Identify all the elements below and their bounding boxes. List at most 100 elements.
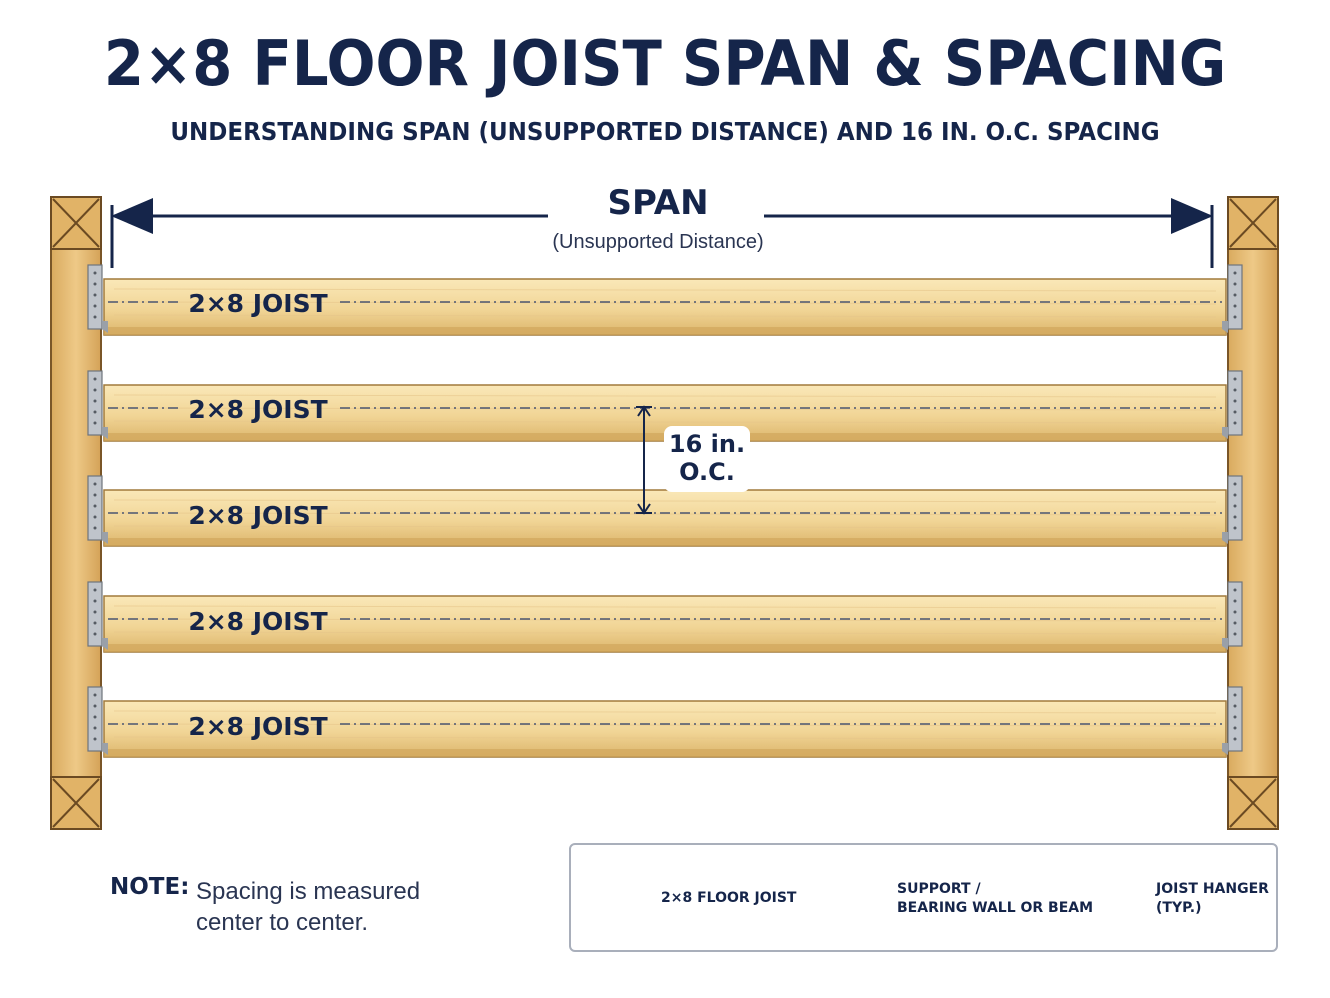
- wood-grain: [113, 512, 1217, 516]
- hanger-nail: [1233, 515, 1237, 519]
- hanger-plate: [1227, 264, 1243, 330]
- joist-hanger-icon: [87, 581, 108, 650]
- span-sublabel: (Unsupported Distance): [520, 229, 796, 255]
- hanger-nail: [1233, 377, 1237, 381]
- hanger-tab: [1222, 638, 1228, 650]
- crossed-post-icon: [50, 196, 102, 250]
- joist-hanger-icon: [87, 686, 108, 755]
- hanger-tab: [1222, 743, 1228, 755]
- joist-hanger-icon: [1222, 475, 1243, 544]
- hanger-nail: [1233, 482, 1237, 486]
- joist-label: 2×8 JOIST: [188, 712, 328, 741]
- wood-grain: [113, 605, 1217, 609]
- note-text: Spacing is measured center to center.: [196, 876, 516, 938]
- hanger-nail: [93, 737, 97, 741]
- hanger-nail: [93, 304, 97, 308]
- joist-board: [103, 489, 1227, 547]
- hanger-nail: [93, 410, 97, 414]
- hanger-nail: [1233, 610, 1237, 614]
- hanger-tab: [102, 321, 108, 333]
- hanger-tab: [1222, 321, 1228, 333]
- hanger-nail: [93, 693, 97, 697]
- wood-grain: [113, 499, 1217, 503]
- hanger-tab: [1222, 427, 1228, 439]
- hanger-nail: [1233, 632, 1237, 636]
- joist-edge: [104, 327, 1226, 335]
- hanger-nail: [93, 421, 97, 425]
- joist-label: 2×8 JOIST: [188, 395, 328, 424]
- joist-hanger-icon: [87, 475, 108, 544]
- hanger-nail: [1233, 599, 1237, 603]
- hanger-nail: [1233, 271, 1237, 275]
- hanger-nail: [1233, 315, 1237, 319]
- legend-joist-label: 2×8 FLOOR JOIST: [661, 890, 797, 906]
- wood-grain: [113, 301, 1217, 305]
- hanger-nail: [93, 504, 97, 508]
- hanger-nail: [93, 704, 97, 708]
- joist-label: 2×8 JOIST: [188, 607, 328, 636]
- wood-grain: [113, 723, 1217, 727]
- legend-support-line-2: BEARING WALL OR BEAM: [897, 900, 1094, 916]
- spacing-value: 16 in.: [668, 430, 746, 458]
- note-key: NOTE:: [110, 874, 190, 900]
- hanger-nail: [93, 610, 97, 614]
- hanger-nail: [1233, 704, 1237, 708]
- hanger-plate: [87, 264, 103, 330]
- joist-label: 2×8 JOIST: [188, 501, 328, 530]
- joist: [87, 581, 1243, 653]
- wood-grain: [113, 407, 1217, 411]
- joist-hanger-icon: [1222, 264, 1243, 333]
- hanger-nail: [93, 588, 97, 592]
- hanger-nail: [93, 632, 97, 636]
- hanger-nail: [93, 599, 97, 603]
- crossed-post-icon: [1227, 776, 1279, 830]
- hanger-plate: [87, 581, 103, 647]
- joist: [87, 475, 1243, 547]
- hanger-nail: [93, 493, 97, 497]
- joist-edge: [104, 749, 1226, 757]
- hanger-plate: [87, 686, 103, 752]
- joist-board: [103, 700, 1227, 758]
- legend-hanger-line-2: (TYP.): [1156, 900, 1202, 916]
- hanger-tab: [102, 427, 108, 439]
- hanger-nail: [1233, 621, 1237, 625]
- span-dimension: [110, 198, 1214, 268]
- hanger-nail: [1233, 715, 1237, 719]
- spacing-label: 16 in. O.C.: [664, 426, 750, 492]
- legend-support-label: SUPPORT / BEARING WALL OR BEAM: [897, 880, 1093, 918]
- hanger-plate: [1227, 581, 1243, 647]
- joist-edge: [104, 538, 1226, 546]
- hanger-nail: [1233, 421, 1237, 425]
- hanger-nail: [93, 482, 97, 486]
- crossed-post-icon: [50, 776, 102, 830]
- wood-grain: [113, 394, 1217, 398]
- hanger-plate: [1227, 686, 1243, 752]
- legend: 2×8 FLOOR JOIST SUPPORT / BEARING WALL O…: [569, 843, 1278, 952]
- note-line-1: Spacing is measured: [196, 878, 421, 905]
- hanger-tab: [102, 532, 108, 544]
- hanger-nail: [93, 621, 97, 625]
- hanger-plate: [87, 475, 103, 541]
- joist-hanger-icon: [1222, 581, 1243, 650]
- legend-hanger-label: JOIST HANGER (TYP.): [1156, 880, 1269, 918]
- joist-hanger-icon: [87, 264, 108, 333]
- crossed-post-icon: [1227, 196, 1279, 250]
- hanger-nail: [1233, 493, 1237, 497]
- wood-grain: [113, 710, 1217, 714]
- joist-board: [103, 278, 1227, 336]
- joist-label: 2×8 JOIST: [188, 289, 328, 318]
- hanger-plate: [1227, 370, 1243, 436]
- legend-hanger-line-1: JOIST HANGER: [1156, 881, 1269, 897]
- hanger-nail: [93, 715, 97, 719]
- wood-grain: [113, 631, 1217, 635]
- note-line-2: center to center.: [196, 909, 369, 936]
- hanger-nail: [1233, 526, 1237, 530]
- hanger-nail: [93, 526, 97, 530]
- hanger-nail: [1233, 388, 1237, 392]
- joist-hanger-icon: [1222, 686, 1243, 755]
- hanger-nail: [93, 271, 97, 275]
- legend-support-line-1: SUPPORT /: [897, 881, 981, 897]
- wood-grain: [113, 736, 1217, 740]
- joist-hanger-icon: [1222, 370, 1243, 439]
